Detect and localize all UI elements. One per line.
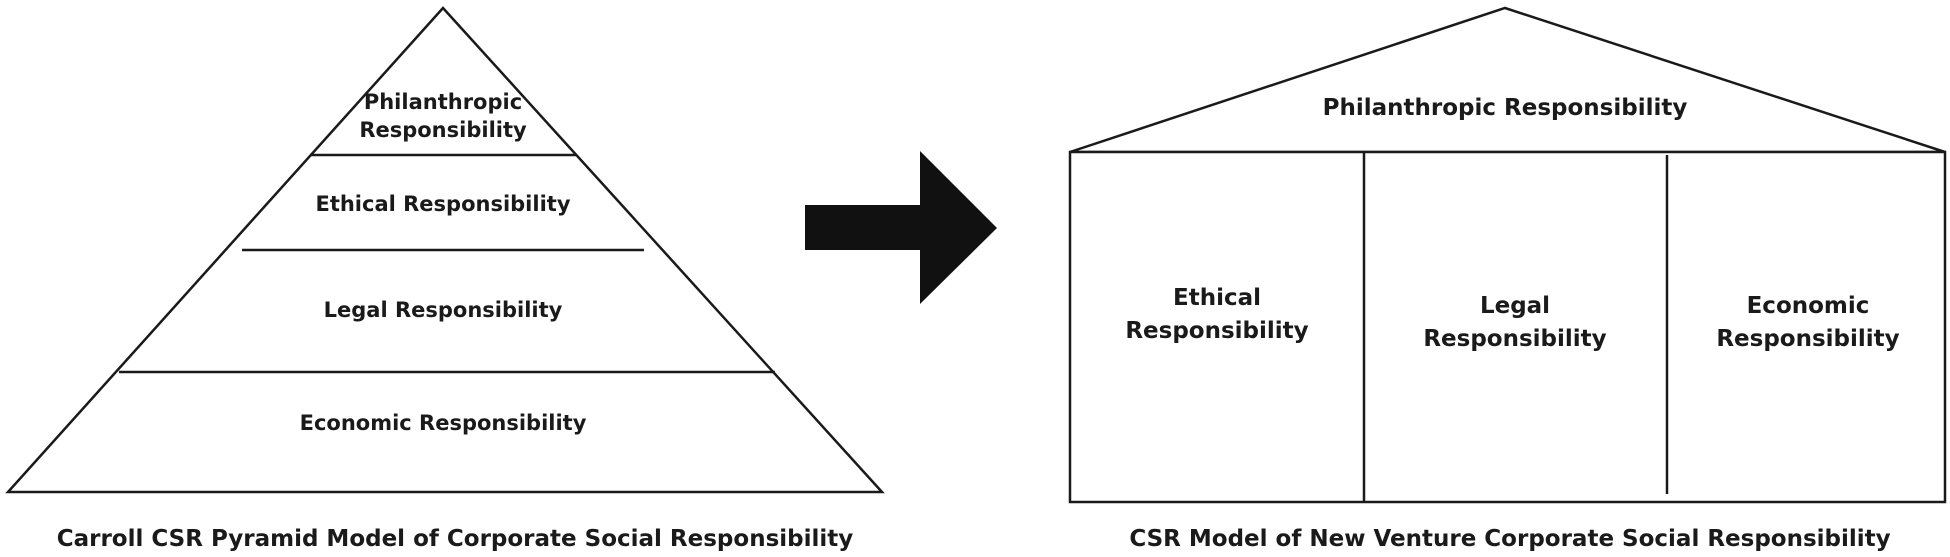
pyramid-level-economic: Economic Responsibility [300, 411, 587, 435]
right-model-caption: CSR Model of New Venture Corporate Socia… [1129, 526, 1890, 552]
pillar-legal-line-1: Legal [1480, 293, 1550, 319]
pyramid-level-legal: Legal Responsibility [324, 298, 563, 322]
house-roof [1069, 6, 1946, 154]
left-model-caption: Carroll CSR Pyramid Model of Corporate S… [57, 526, 854, 552]
pillar-ethical-line-2: Responsibility [1125, 318, 1308, 344]
pillar-economic-line-2: Responsibility [1716, 326, 1899, 352]
pyramid-level-philanthropic-line-1: Philanthropic [364, 90, 522, 114]
pyramid-level-ethical: Ethical Responsibility [315, 192, 570, 216]
house-body [1068, 150, 1947, 504]
new-venture-house: Philanthropic Responsibility Ethical Res… [1068, 6, 1947, 552]
pillar-economic-line-1: Economic [1747, 293, 1870, 319]
roof-philanthropic-label: Philanthropic Responsibility [1323, 95, 1688, 121]
carroll-pyramid: Philanthropic Responsibility Ethical Res… [5, 6, 885, 552]
pillar-legal-line-2: Responsibility [1423, 326, 1606, 352]
pillar-ethical-line-1: Ethical [1173, 285, 1261, 311]
transition-arrow [805, 151, 997, 304]
pyramid-level-philanthropic-line-2: Responsibility [359, 118, 527, 142]
